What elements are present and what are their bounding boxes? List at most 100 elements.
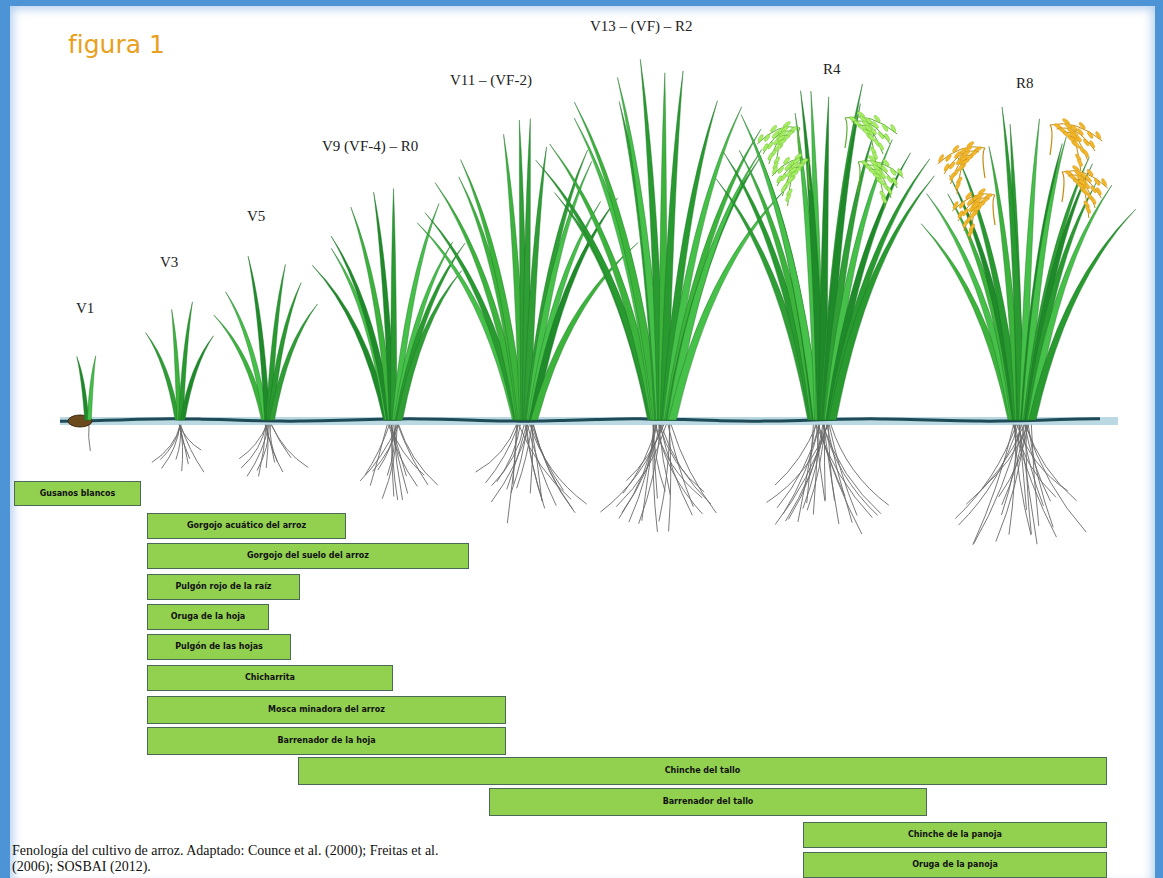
rice-grain	[777, 165, 785, 174]
pest-name: Gusanos blancos	[36, 487, 120, 500]
panicle-stalk	[858, 162, 860, 192]
water-line	[60, 419, 1100, 421]
root-line	[161, 424, 179, 468]
panicle-stalk	[993, 195, 995, 225]
root-line	[533, 424, 575, 513]
root-line	[180, 424, 204, 472]
rice-grain	[1090, 196, 1097, 205]
leaf-blade	[87, 356, 95, 420]
root-line	[365, 424, 390, 475]
rice-grain	[889, 167, 897, 176]
rice-grain	[763, 133, 771, 142]
water-group	[60, 417, 1118, 425]
rice-grain	[1095, 131, 1102, 140]
leaf-blade	[180, 336, 213, 420]
pest-bar: Oruga de la hoja	[147, 604, 269, 630]
rice-grain	[864, 124, 873, 132]
rice-grain	[1073, 140, 1081, 149]
panicle-branch	[782, 167, 800, 196]
root-line	[823, 424, 878, 516]
pest-name: Mosca minadora del arroz	[264, 703, 389, 716]
rice-grain	[780, 184, 787, 193]
pest-bar: Pulgón rojo de la raíz	[147, 574, 300, 600]
rice-grain	[891, 177, 898, 186]
root-line	[653, 424, 658, 532]
stage-label: V5	[247, 208, 265, 225]
water-band	[60, 417, 1118, 425]
pest-bar: Chinche de la panoja	[803, 822, 1107, 848]
root-line	[533, 424, 572, 509]
leaf-blade	[435, 183, 522, 420]
leaf-blade	[248, 256, 270, 420]
rice-grain	[877, 131, 885, 140]
rice-grain	[890, 124, 897, 133]
rice-grain	[776, 175, 783, 184]
rice-grain	[787, 175, 795, 184]
root-line	[259, 424, 267, 476]
root-line	[1014, 424, 1056, 497]
pest-name: Chicharrita	[241, 671, 299, 684]
root-line	[382, 424, 397, 499]
plants-group	[68, 59, 1136, 427]
pest-bar: Oruga de la panoja	[803, 852, 1107, 878]
stage-label: V1	[76, 300, 94, 317]
root-line	[513, 424, 517, 484]
root-line	[831, 424, 889, 505]
stage-label: V11 – (VF-2)	[450, 72, 532, 89]
root-line	[671, 424, 716, 513]
rice-grain	[1083, 149, 1090, 158]
pest-bar: Mosca minadora del arroz	[147, 696, 506, 724]
root-line	[530, 424, 587, 504]
leaf-blade	[269, 304, 317, 420]
pest-name: Chinche de la panoja	[904, 828, 1006, 841]
leaf-blade	[312, 265, 389, 420]
rice-grain	[1093, 177, 1101, 186]
rice-grain	[954, 181, 961, 190]
pest-name: Pulgón rojo de la raíz	[171, 580, 275, 593]
rice-grain	[762, 143, 769, 152]
pest-bar: Gusanos blancos	[14, 481, 141, 506]
figure-title: figura 1	[68, 30, 165, 59]
pest-name: Barrenador de la hoja	[273, 734, 379, 747]
root-line	[391, 424, 407, 476]
root-line	[89, 424, 91, 451]
rice-grain	[789, 166, 798, 174]
roots-group	[89, 424, 1087, 545]
root-line	[394, 424, 403, 500]
panicle-branch	[970, 206, 979, 241]
root-line	[247, 424, 269, 476]
root-line	[389, 424, 424, 475]
root-line	[661, 424, 711, 504]
panicle-stalk	[1062, 172, 1064, 202]
rice-grain	[767, 152, 774, 161]
stage-label: V3	[160, 254, 178, 271]
rice-grain	[785, 193, 792, 202]
root-line	[813, 424, 819, 515]
root-line	[1009, 424, 1016, 535]
rice-grain	[1081, 187, 1089, 196]
pest-bar: Pulgón de las hojas	[147, 634, 291, 660]
panicles-group	[757, 111, 1108, 241]
root-line	[629, 424, 655, 522]
leaf-blade	[1029, 209, 1136, 420]
panicle-branch	[1079, 183, 1089, 218]
rice-grain	[972, 201, 981, 209]
panicle-stalk	[1050, 125, 1052, 155]
root-line	[398, 424, 437, 485]
pest-bar: Barrenador de la hoja	[147, 727, 506, 755]
pest-name: Gorgojo del suelo del arroz	[243, 549, 373, 562]
figure-caption: Fenología del cultivo de arroz. Adaptado…	[12, 843, 482, 875]
root-line	[527, 424, 556, 506]
leaf-blade	[268, 283, 301, 420]
pest-name: Oruga de la hoja	[167, 610, 250, 623]
rice-grain	[881, 195, 888, 204]
root-line	[958, 424, 1018, 525]
root-line	[822, 424, 881, 514]
root-line	[1017, 424, 1068, 491]
rice-grain	[874, 168, 883, 176]
rice-grain	[884, 133, 891, 142]
root-line	[974, 424, 1022, 544]
root-line	[475, 424, 516, 472]
pest-name: Pulgón de las hojas	[171, 640, 267, 653]
panicle-stalk	[808, 160, 810, 190]
